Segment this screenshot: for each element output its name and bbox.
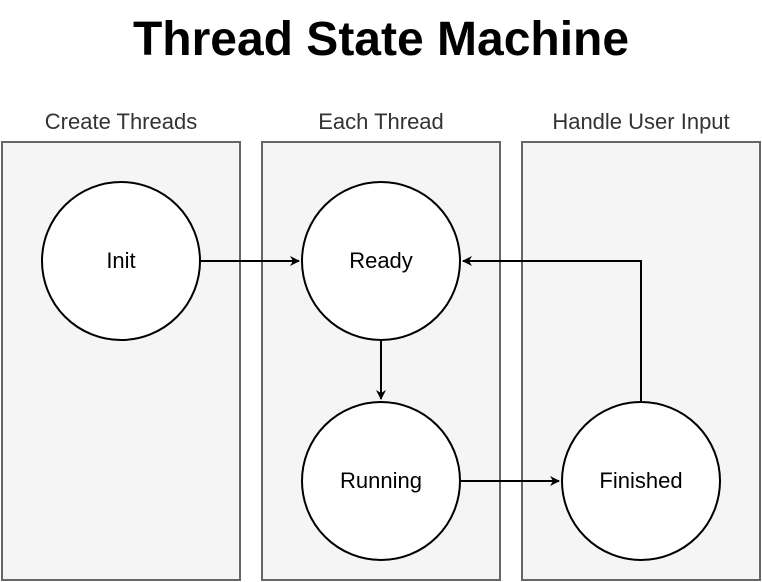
state-finished[interactable]: Finished [561,401,721,561]
state-ready[interactable]: Ready [301,181,461,341]
state-running-label: Running [340,468,422,493]
diagram-title: Thread State Machine [132,13,630,66]
state-ready-label: Ready [349,248,413,273]
state-running[interactable]: Running [301,401,461,561]
state-finished-label: Finished [599,468,683,493]
state-init-label: Init [106,248,136,273]
lane-label-each-thread: Each Thread [318,109,444,134]
lane-label-handle-user-input: Handle User Input [552,109,730,134]
arrow-finished-to-ready [462,256,642,401]
state-init[interactable]: Init [41,181,201,341]
lane-label-create-threads: Create Threads [44,109,198,134]
